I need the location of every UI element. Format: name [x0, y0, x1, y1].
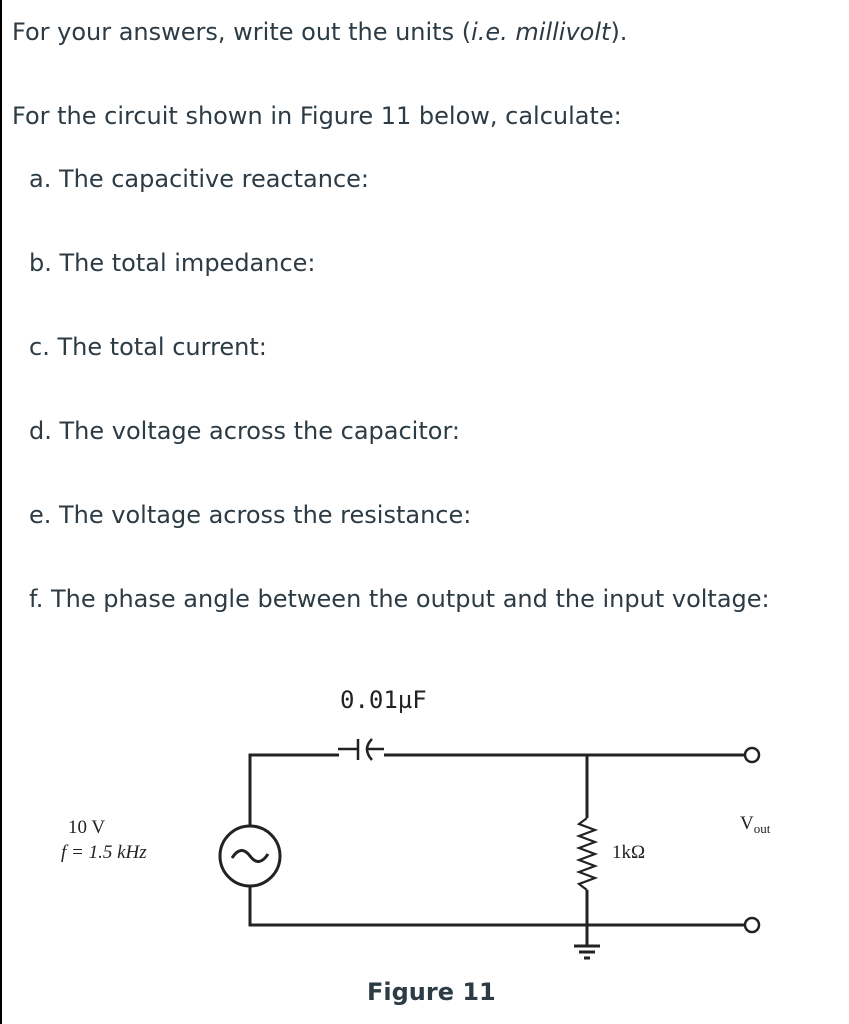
source-voltage-label: 10 V — [68, 817, 105, 838]
units-instruction: For your answers, write out the units (i… — [12, 17, 627, 47]
question-item-d: d. The voltage across the capacitor: — [29, 417, 460, 445]
question-item-b: b. The total impedance: — [29, 249, 316, 277]
question-item-f: f. The phase angle between the output an… — [29, 585, 770, 613]
output-voltage-symbol: V — [740, 813, 754, 834]
output-voltage-label: Vout — [740, 813, 771, 836]
output-terminals — [743, 746, 761, 934]
left-border — [0, 0, 2, 1024]
output-terminal-top — [743, 746, 761, 764]
instruction-suffix: ). — [610, 18, 628, 46]
output-terminal-bottom — [743, 916, 761, 934]
instruction-example: i.e. millivolt — [471, 18, 611, 46]
ground-icon — [574, 944, 600, 960]
capacitor-icon — [338, 738, 384, 761]
instruction-prefix: For your answers, write out the units ( — [12, 18, 472, 46]
figure-caption: Figure 11 — [367, 978, 496, 1006]
question-text: For the circuit shown in Figure 11 below… — [12, 102, 622, 130]
ac-source-icon — [218, 824, 282, 888]
question-item-e: e. The voltage across the resistance: — [29, 501, 472, 529]
output-voltage-subscript: out — [754, 821, 771, 836]
resistor-icon — [575, 817, 599, 891]
circuit-wires — [248, 753, 744, 945]
question-item-c: c. The total current: — [29, 333, 267, 361]
circuit-figure: 0.01µF 10 V f = 1.5 kHz 1kΩ Vout Figure … — [61, 686, 771, 1006]
source-frequency-label: f = 1.5 kHz — [61, 842, 147, 863]
resistor-label: 1kΩ — [612, 842, 645, 863]
capacitor-label: 0.01µF — [340, 686, 427, 714]
question-item-a: a. The capacitive reactance: — [29, 165, 369, 193]
